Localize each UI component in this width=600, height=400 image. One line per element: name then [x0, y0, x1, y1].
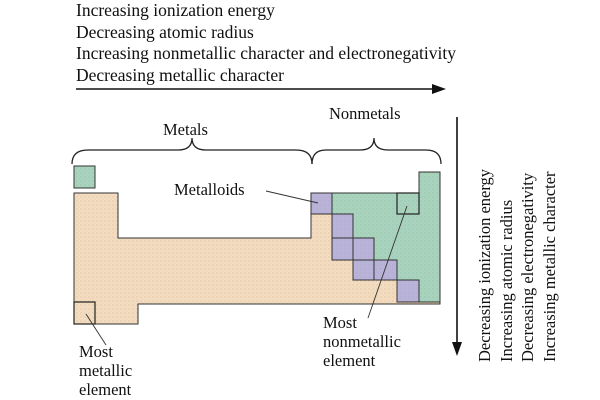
metalloid-cell	[310, 192, 333, 215]
most-nonmetallic-label: Most nonmetallic element	[323, 313, 401, 370]
vertical-trend-arrow	[452, 117, 462, 356]
metals-label: Metals	[163, 120, 208, 139]
metalloid-cell	[373, 259, 398, 281]
trend-metallic-character: Decreasing metallic character	[76, 64, 284, 85]
most-metallic-label: Most metallic element	[79, 342, 132, 399]
most-metallic-cell	[73, 301, 96, 325]
most-metallic-leader-line	[85, 313, 107, 346]
trend-decreasing-ionization-energy: Decreasing ionization energy	[475, 168, 494, 362]
most-nonmetallic-cell	[396, 192, 420, 215]
trend-atomic-radius: Decreasing atomic radius	[76, 21, 254, 42]
nonmetals-brace	[311, 137, 442, 165]
metalloids-label: Metalloids	[174, 180, 245, 199]
metalloids-leader-line	[265, 190, 319, 204]
vertical-trend-list: Decreasing ionization energy Increasing …	[474, 169, 560, 362]
most-nonmetallic-label-line: Most	[323, 313, 357, 332]
trend-ionization-energy: Increasing ionization energy	[76, 0, 275, 20]
most-metallic-label-line: element	[79, 380, 132, 399]
metalloid-cell	[331, 213, 354, 239]
metalloid-cell	[352, 237, 375, 261]
hydrogen-cell	[73, 165, 96, 189]
trend-decreasing-electronegativity: Decreasing electronegativity	[518, 172, 537, 362]
most-metallic-label-line: Most	[79, 342, 113, 361]
most-nonmetallic-label-line: nonmetallic	[323, 332, 401, 351]
most-metallic-label-line: metallic	[79, 361, 133, 380]
metalloid-cell	[331, 237, 354, 261]
metalloid-cell	[352, 259, 375, 281]
trend-increasing-metallic-character: Increasing metallic character	[539, 171, 559, 362]
trend-increasing-atomic-radius: Increasing atomic radius	[496, 199, 516, 362]
horizontal-trend-list: Increasing ionization energy Decreasing …	[76, 0, 456, 86]
metalloid-cells	[310, 192, 420, 303]
metals-brace	[71, 137, 313, 165]
trend-nonmetallic-character: Increasing nonmetallic character and ele…	[76, 43, 456, 63]
metalloid-cell	[396, 279, 420, 303]
nonmetals-label: Nonmetals	[329, 104, 401, 123]
horizontal-trend-arrow	[76, 84, 446, 94]
most-nonmetallic-label-line: element	[323, 351, 376, 370]
most-nonmetallic-leader-line	[367, 205, 408, 319]
